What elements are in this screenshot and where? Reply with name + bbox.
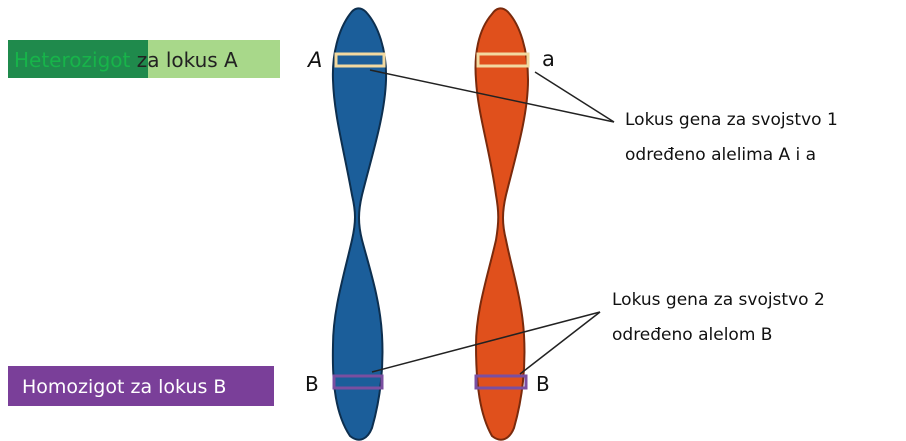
locus1-annotation-line2: određeno alelima A i a xyxy=(625,145,816,165)
allele-B-left-label: B xyxy=(305,372,319,396)
heterozygote-label: Heterozigot za lokus A xyxy=(8,40,280,78)
locus1-annotation-line1: Lokus gena za svojstvo 1 xyxy=(625,110,838,130)
svg-text:Heterozigot za lokus A: Heterozigot za lokus A xyxy=(14,48,238,72)
pointer-locus1-right xyxy=(535,72,614,122)
homozygote-label-text: Homozigot za lokus B xyxy=(22,376,226,398)
heterozygote-label-dark-text: Heterozigot xyxy=(14,48,130,72)
locus2-annotation-line2: određeno alelom B xyxy=(612,325,772,345)
pointer-locus2-right xyxy=(520,312,600,374)
locus2-annotation-line1: Lokus gena za svojstvo 2 xyxy=(612,290,825,310)
allele-a-label: a xyxy=(542,47,555,71)
heterozygote-label-light-text: za lokus A xyxy=(130,48,238,72)
allele-B-right-label: B xyxy=(536,372,550,396)
allele-A-label: A xyxy=(306,48,322,72)
homozygote-label: Homozigot za lokus B xyxy=(8,366,274,406)
